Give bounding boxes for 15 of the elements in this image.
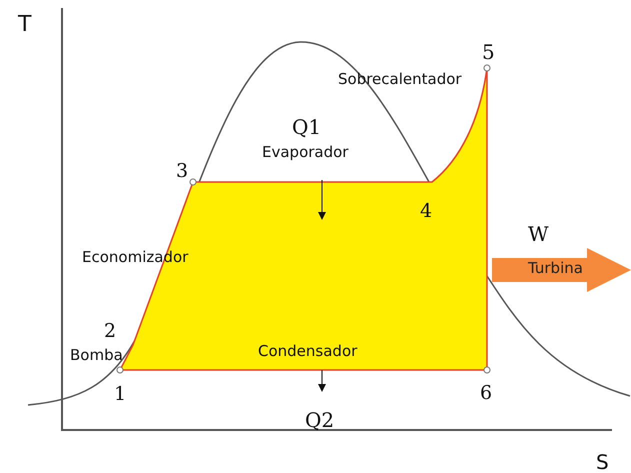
axis-label: S	[596, 450, 609, 473]
point-number: 1	[114, 383, 126, 405]
component-label: Condensador	[258, 342, 358, 360]
component-label: Bomba	[70, 346, 123, 364]
point-number: 3	[176, 160, 188, 182]
axis-label: T	[18, 12, 32, 37]
point-number: 2	[104, 320, 116, 342]
work-label: W	[528, 222, 549, 246]
point-number: 5	[482, 40, 495, 64]
heat-label: Q1	[292, 115, 322, 139]
point-number: 4	[420, 200, 432, 222]
point-number: 6	[480, 382, 492, 404]
heat-label: Q2	[305, 408, 334, 432]
component-label: Evaporador	[262, 143, 348, 161]
turbine-arrow: Turbina	[492, 248, 631, 292]
